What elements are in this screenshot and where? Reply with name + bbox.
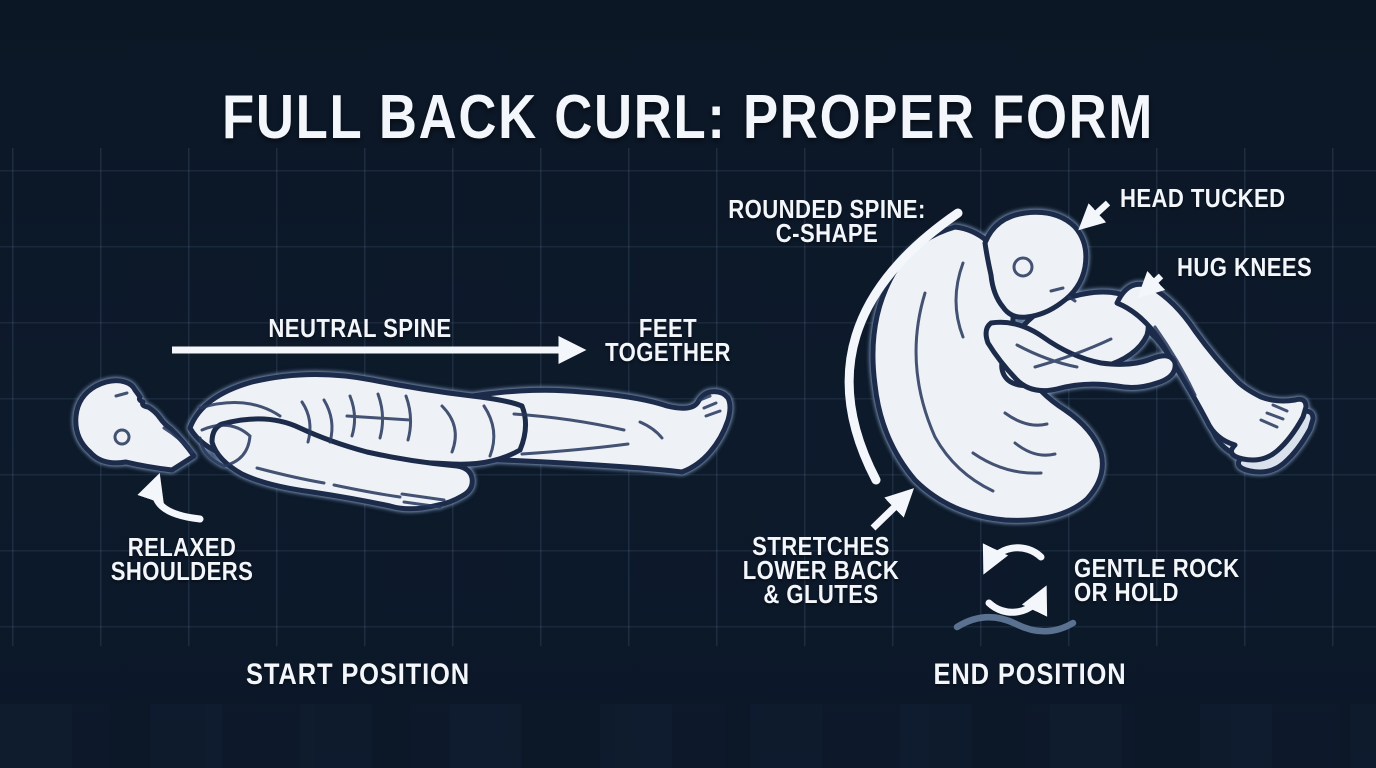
curled-head	[982, 209, 1089, 320]
supine-body	[73, 372, 733, 512]
gentle-rock-label: GENTLE ROCK OR HOLD	[1074, 553, 1240, 607]
curled-muscle-lines	[914, 256, 1289, 493]
supine-muscle-lines	[113, 391, 722, 509]
curled-body	[870, 209, 1316, 523]
stretches-line1: STRETCHES	[752, 531, 890, 561]
end-position-caption: END POSITION	[933, 658, 1127, 691]
neutral-spine-label: NEUTRAL SPINE	[268, 313, 452, 343]
supine-head	[73, 378, 197, 473]
page-title: FULL BACK CURL: PROPER FORM	[222, 82, 1154, 152]
start-position-caption: START POSITION	[246, 658, 470, 691]
relaxed-shoulders-arrow	[137, 473, 204, 523]
hug-knees-label: HUG KNEES	[1177, 252, 1313, 282]
curled-shin-foot	[1114, 281, 1309, 463]
relaxed-shoulders-line2: SHOULDERS	[110, 556, 254, 586]
head-tucked-arrow	[1078, 200, 1111, 231]
head-tucked-label: HEAD TUCKED	[1120, 183, 1286, 213]
feet-together-line2: TOGETHER	[605, 337, 731, 367]
rocking-wave-icon	[953, 613, 1077, 635]
feet-together-label: FEET TOGETHER	[605, 313, 731, 367]
gentle-rock-line1: GENTLE ROCK	[1074, 553, 1240, 583]
gentle-rock-line2: OR HOLD	[1074, 577, 1179, 607]
rounded-spine-label: ROUNDED SPINE: C-SHAPE	[728, 194, 926, 248]
hug-knees-arrow	[1137, 271, 1166, 299]
stretches-arrow	[870, 488, 915, 531]
rounded-spine-line2: C-SHAPE	[775, 218, 879, 248]
end-figure-curled-illustration	[870, 209, 1316, 523]
stretches-line2: LOWER BACK	[742, 555, 900, 585]
curled-arm	[983, 319, 1178, 394]
stretches-line3: & GLUTES	[763, 579, 879, 609]
relaxed-shoulders-line1: RELAXED	[127, 532, 237, 562]
rounded-spine-line1: ROUNDED SPINE:	[728, 194, 926, 224]
start-figure-supine-illustration	[73, 372, 733, 512]
bottom-texture	[0, 704, 1376, 768]
relaxed-shoulders-label: RELAXED SHOULDERS	[110, 532, 254, 586]
feet-together-line1: FEET	[638, 313, 698, 343]
stretches-label: STRETCHES LOWER BACK & GLUTES	[742, 531, 900, 609]
supine-arm	[209, 416, 475, 512]
c-shape-arc	[844, 208, 963, 485]
rotation-cycle-icon	[982, 543, 1048, 617]
